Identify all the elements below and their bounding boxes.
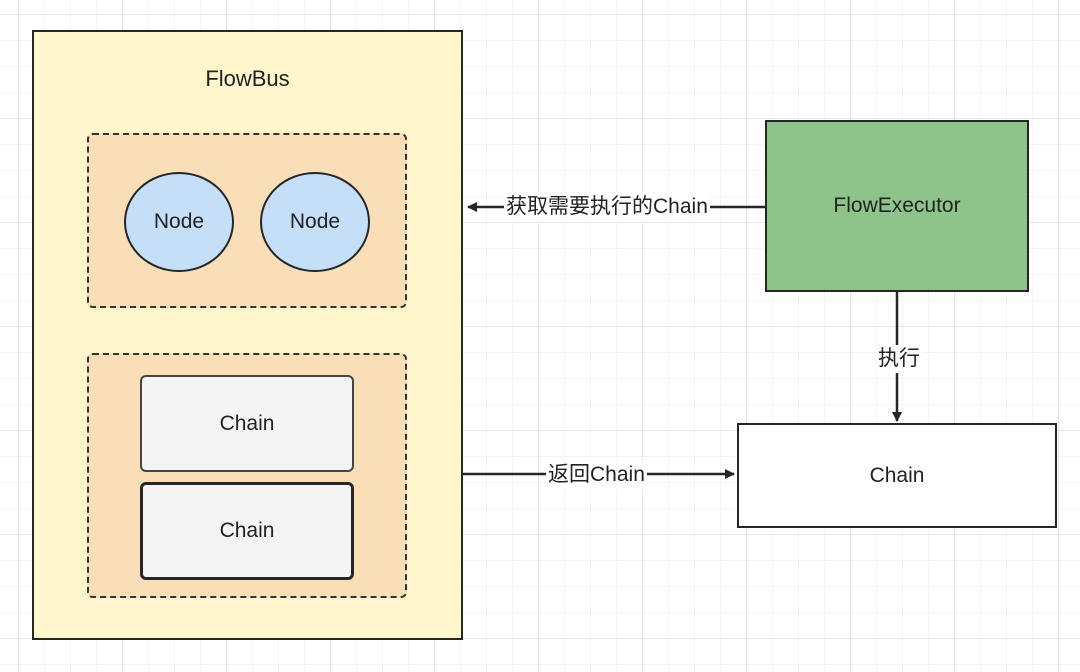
chain-box: Chain: [140, 482, 354, 580]
flowbus-title: FlowBus: [205, 66, 290, 91]
chain-box: Chain: [140, 375, 354, 472]
fetch-chain-label: 获取需要执行的Chain: [504, 193, 710, 221]
node-circle: Node: [260, 172, 370, 272]
execute-label: 执行: [876, 345, 922, 373]
result-chain-box: Chain: [737, 423, 1057, 528]
return-chain-label: 返回Chain: [546, 461, 647, 489]
flowexecutor-box: FlowExecutor: [765, 120, 1029, 292]
node-circle: Node: [124, 172, 234, 272]
